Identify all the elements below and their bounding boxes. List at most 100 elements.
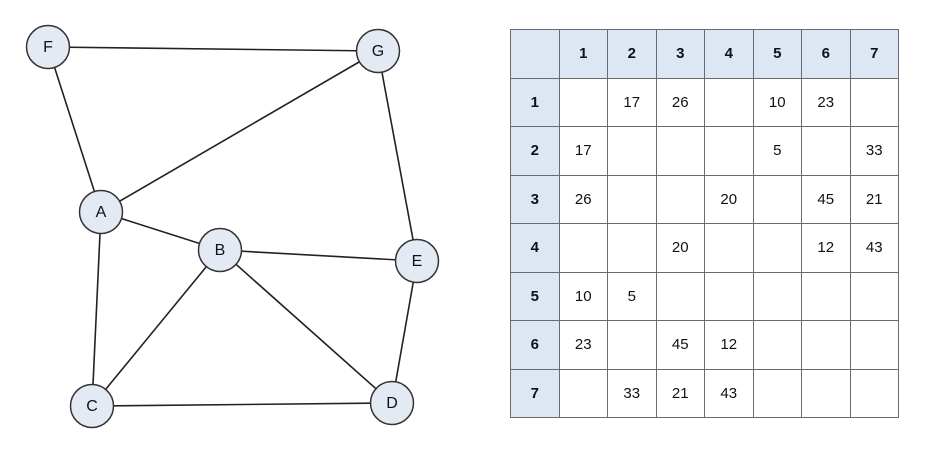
column-header: 6 xyxy=(801,29,851,79)
matrix-cell xyxy=(849,320,899,370)
node-label: E xyxy=(412,253,423,270)
matrix-header-row: 1 2 3 4 5 6 7 xyxy=(510,29,899,79)
matrix-cell xyxy=(849,368,899,418)
matrix-cell xyxy=(607,223,657,273)
matrix-cell xyxy=(704,77,754,127)
node-b: B xyxy=(197,227,243,273)
edge-f-a xyxy=(47,46,102,213)
matrix-cell: 43 xyxy=(704,368,754,418)
matrix-cell: 10 xyxy=(558,271,608,321)
matrix-cell xyxy=(752,174,802,224)
node-label: B xyxy=(215,242,226,259)
row-header: 3 xyxy=(510,174,560,224)
column-header: 4 xyxy=(704,29,754,79)
matrix-cell: 23 xyxy=(801,77,851,127)
node-circle xyxy=(394,238,440,284)
row-header: 2 xyxy=(510,126,560,176)
matrix-cell xyxy=(849,271,899,321)
matrix-cell: 20 xyxy=(655,223,705,273)
matrix-cell: 43 xyxy=(849,223,899,273)
node-label: F xyxy=(43,39,53,56)
row-header: 6 xyxy=(510,320,560,370)
node-circle xyxy=(355,28,401,74)
row-header: 7 xyxy=(510,368,560,418)
matrix-cell: 17 xyxy=(558,126,608,176)
matrix-cell xyxy=(849,77,899,127)
matrix-cell: 10 xyxy=(752,77,802,127)
edge-f-g xyxy=(47,46,379,52)
node-label: G xyxy=(372,43,384,60)
matrix-cell: 33 xyxy=(607,368,657,418)
matrix-cell: 12 xyxy=(704,320,754,370)
node-circle xyxy=(78,189,124,235)
matrix-cell xyxy=(704,126,754,176)
edge-b-d xyxy=(219,249,393,404)
node-circle xyxy=(69,383,115,429)
edge-g-e xyxy=(377,50,418,262)
column-header: 5 xyxy=(752,29,802,79)
node-e: E xyxy=(394,238,440,284)
matrix-cell: 21 xyxy=(655,368,705,418)
matrix-cell: 17 xyxy=(607,77,657,127)
edge-b-e xyxy=(219,249,418,262)
matrix-cell xyxy=(752,368,802,418)
matrix-cell xyxy=(752,320,802,370)
node-a: A xyxy=(78,189,124,235)
matrix-cell xyxy=(607,126,657,176)
matrix-cell xyxy=(801,320,851,370)
graph-edges xyxy=(47,46,418,407)
matrix-cell: 21 xyxy=(849,174,899,224)
graph-diagram: F G A B E C D xyxy=(25,24,440,429)
row-header: 4 xyxy=(510,223,560,273)
column-header: 1 xyxy=(558,29,608,79)
edge-a-c xyxy=(91,211,102,407)
matrix-cell xyxy=(558,223,608,273)
matrix-cell: 33 xyxy=(849,126,899,176)
matrix-cell xyxy=(801,126,851,176)
node-label: C xyxy=(86,398,98,415)
matrix-cell xyxy=(752,271,802,321)
node-circle xyxy=(197,227,243,273)
matrix-cell: 20 xyxy=(704,174,754,224)
edge-e-d xyxy=(391,260,418,404)
matrix-cell xyxy=(801,368,851,418)
matrix-cell xyxy=(801,271,851,321)
edge-b-c xyxy=(91,249,221,407)
graph-nodes: F G A B E C D xyxy=(25,24,440,429)
matrix-cell xyxy=(704,271,754,321)
matrix-cell xyxy=(607,320,657,370)
node-circle xyxy=(369,380,415,426)
matrix-cell xyxy=(558,368,608,418)
matrix-cell: 5 xyxy=(752,126,802,176)
edge-a-g xyxy=(100,50,379,213)
matrix-cell xyxy=(655,126,705,176)
node-c: C xyxy=(69,383,115,429)
matrix-cell: 45 xyxy=(801,174,851,224)
node-label: D xyxy=(386,395,398,412)
matrix-cell: 23 xyxy=(558,320,608,370)
matrix-corner-cell xyxy=(510,29,560,79)
matrix-cell: 12 xyxy=(801,223,851,273)
matrix-cell: 5 xyxy=(607,271,657,321)
edge-c-d xyxy=(91,402,393,407)
node-label: A xyxy=(96,204,107,221)
column-header: 3 xyxy=(655,29,705,79)
matrix-cell: 26 xyxy=(655,77,705,127)
node-circle xyxy=(25,24,71,70)
row-header: 1 xyxy=(510,77,560,127)
matrix-cell xyxy=(752,223,802,273)
column-header: 7 xyxy=(849,29,899,79)
matrix-cell xyxy=(558,77,608,127)
matrix-cell xyxy=(607,174,657,224)
matrix-cell: 26 xyxy=(558,174,608,224)
matrix-cell xyxy=(655,174,705,224)
